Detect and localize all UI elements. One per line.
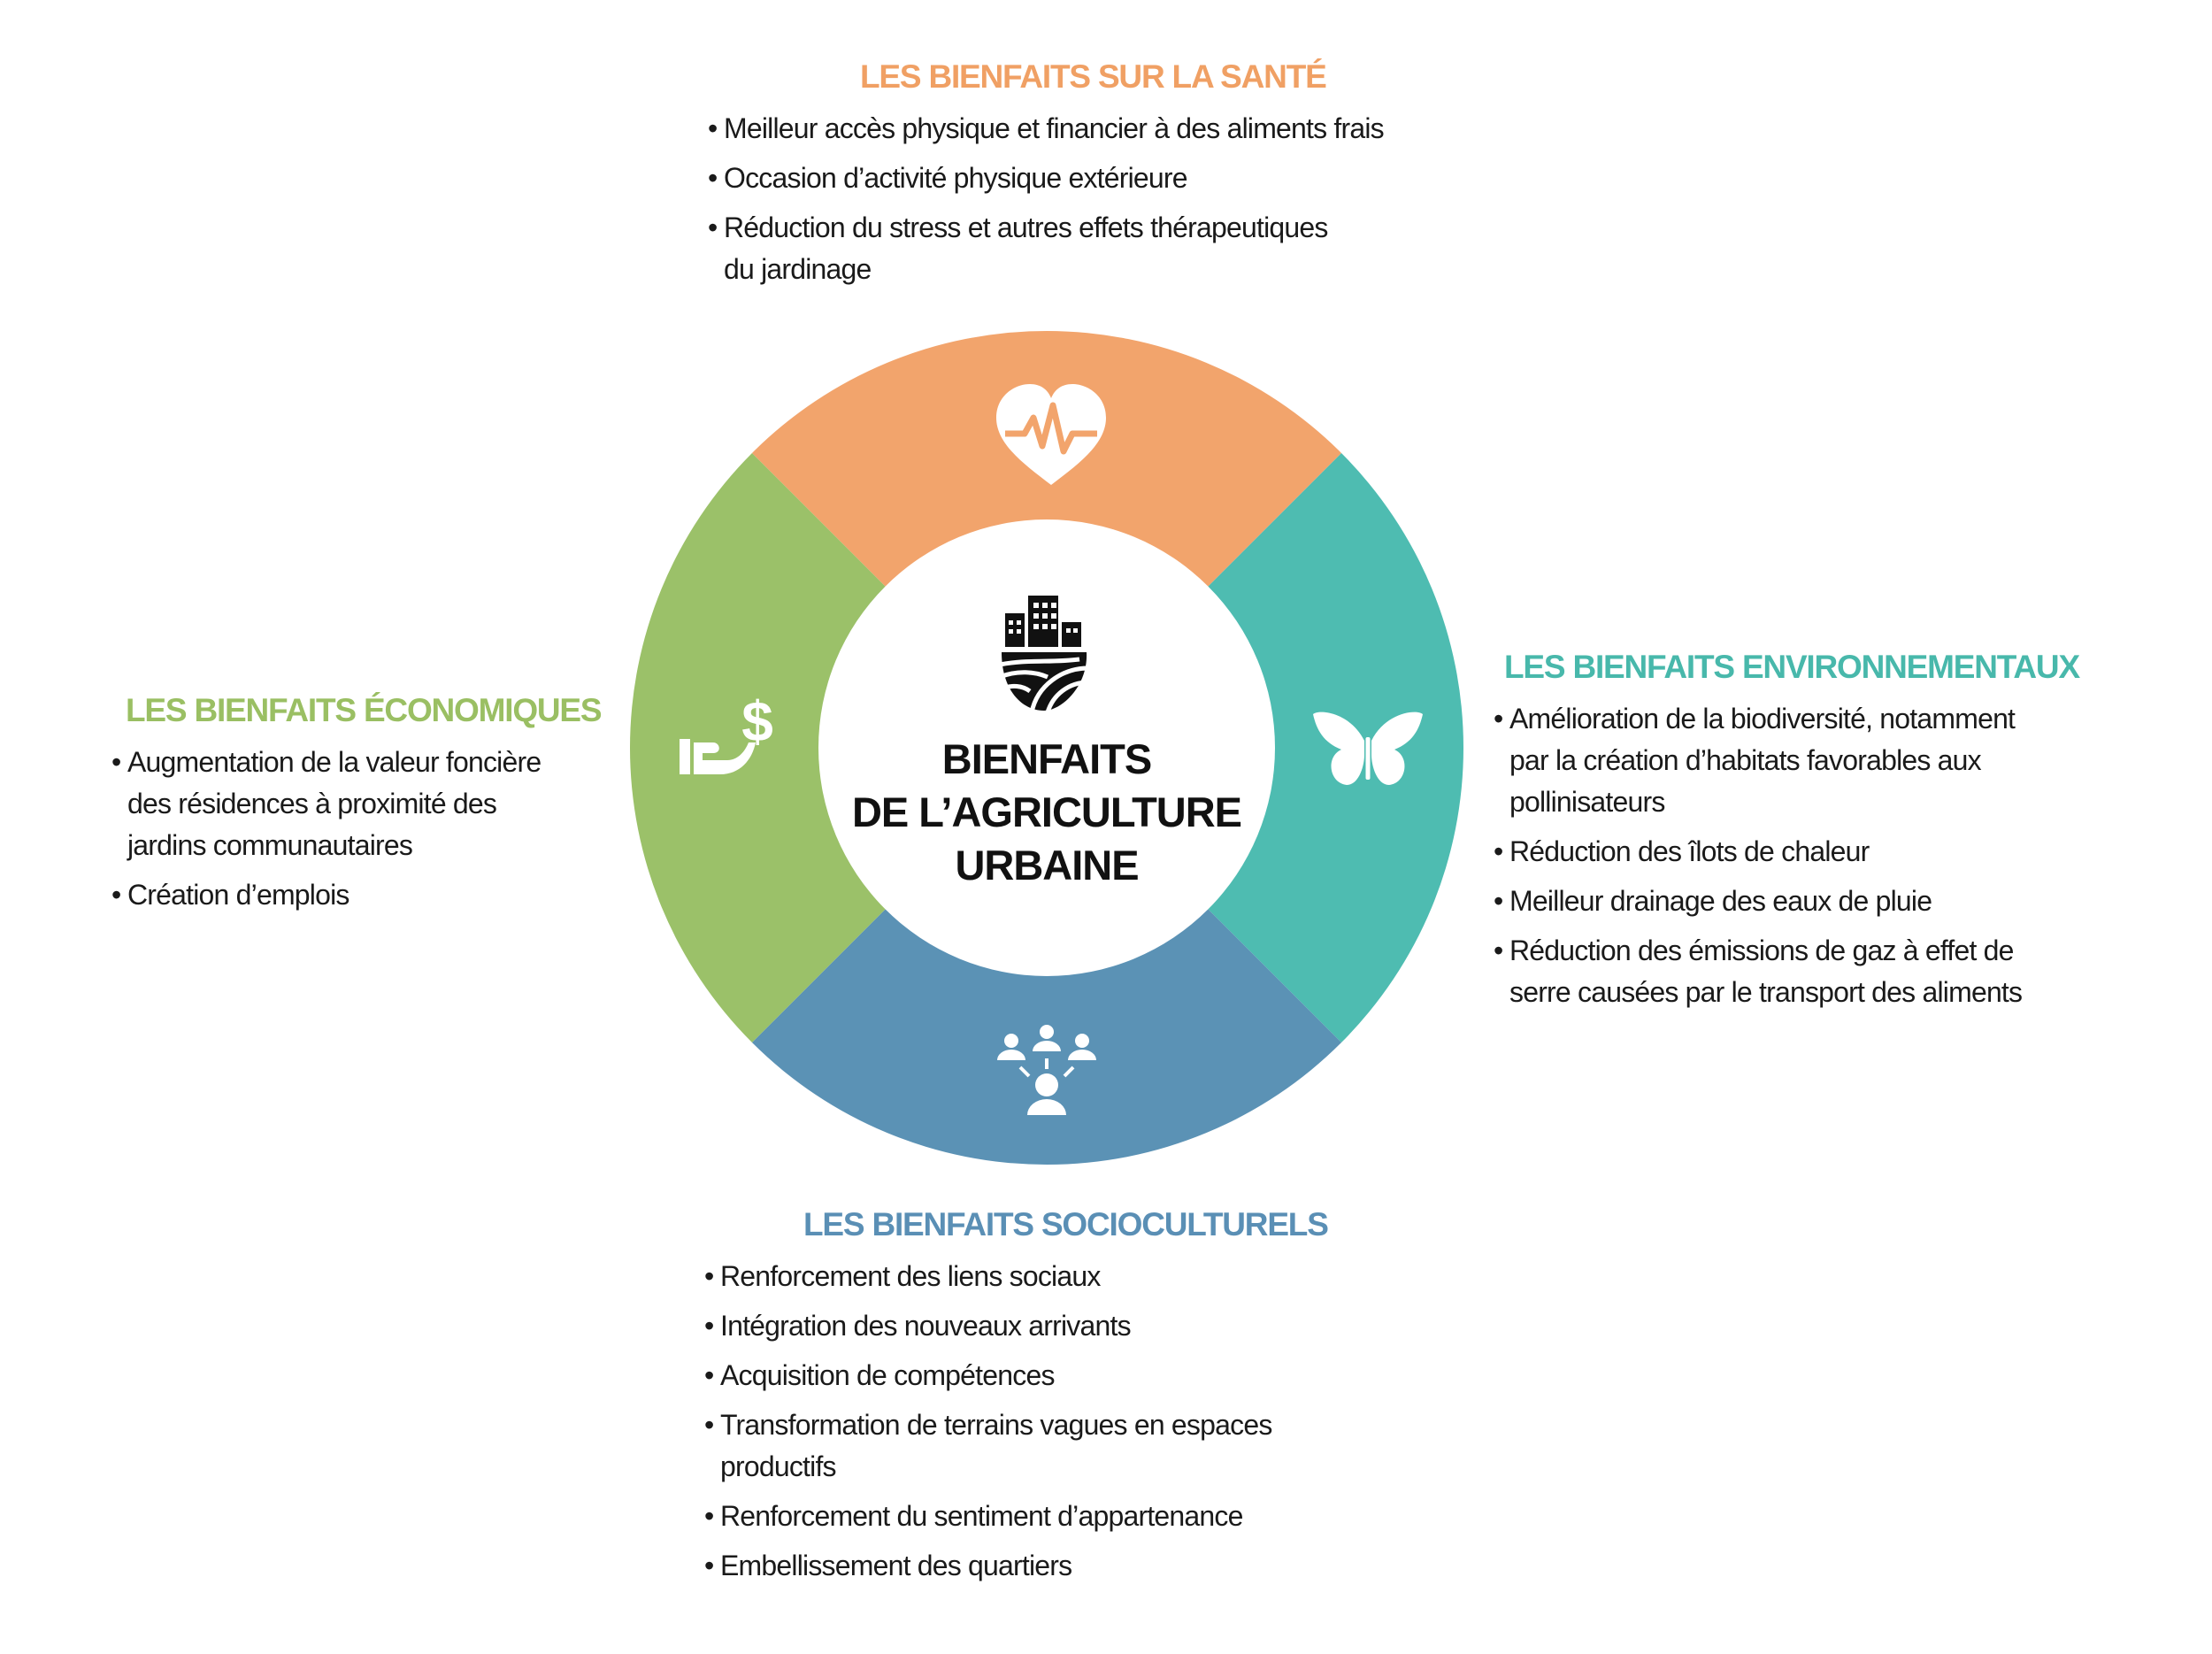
list-item-line: Réduction du stress et autres effets thé… <box>724 212 1328 243</box>
economic-segment <box>630 452 891 1043</box>
list-item-line: Intégration des nouveaux arrivants <box>720 1310 1132 1342</box>
health-section: LES BIENFAITS SUR LA SANTÉ Meilleur accè… <box>708 58 1385 298</box>
social-heading: LES BIENFAITS SOCIOCULTURELS <box>803 1206 1329 1242</box>
health-list-item: Réduction du stress et autres effets thé… <box>708 207 1384 290</box>
list-item-line: Transformation de terrains vagues en esp… <box>720 1409 1272 1441</box>
list-item-line: Amélioration de la biodiversité, notamme… <box>1509 703 2016 735</box>
city-farm-icon <box>999 596 1089 714</box>
list-item-line: par la création d’habitats favorables au… <box>1509 744 1982 776</box>
list-item-line: Création d’emplois <box>127 879 349 911</box>
community-network-icon <box>997 1025 1096 1115</box>
list-item-line: pollinisateurs <box>1509 786 1665 818</box>
health-list: Meilleur accès physique et financier à d… <box>708 108 1385 290</box>
environment-list-item: Amélioration de la biodiversité, notamme… <box>1494 698 2079 823</box>
butterfly-icon <box>1313 712 1423 785</box>
social-list-item: Transformation de terrains vagues en esp… <box>704 1404 1328 1488</box>
list-item-line: Acquisition de compétences <box>720 1359 1055 1391</box>
list-item-line: productifs <box>720 1450 837 1482</box>
health-list-item: Occasion d’activité physique extérieure <box>708 158 1384 199</box>
health-list-item: Meilleur accès physique et financier à d… <box>708 108 1385 150</box>
list-item-line: des résidences à proximité des <box>127 788 497 819</box>
social-list: Renforcement des liens sociauxIntégratio… <box>704 1256 1328 1587</box>
center-title-line: DE L’AGRICULTURE <box>851 789 1242 835</box>
list-item-line: serre causées par le transport des alime… <box>1509 976 2023 1008</box>
heart-pulse-icon <box>996 384 1106 485</box>
social-list-item: Renforcement des liens sociaux <box>704 1256 1328 1297</box>
center-title: BIENFAITS DE L’AGRICULTURE URBAINE <box>826 733 1268 892</box>
list-item-line: Embellissement des quartiers <box>720 1550 1072 1581</box>
list-item-line: du jardinage <box>724 253 872 285</box>
center-title-line: URBAINE <box>955 842 1139 889</box>
svg-text:$: $ <box>741 689 773 753</box>
economic-list-item: Augmentation de la valeur foncière des ré… <box>111 742 601 866</box>
environment-section: LES BIENFAITS ENVIRONNEMENTAUX Améliorat… <box>1494 649 2080 1021</box>
environment-heading: LES BIENFAITS ENVIRONNEMENTAUX <box>1504 649 2080 685</box>
environment-list-item: Meilleur drainage des eaux de pluie <box>1494 881 2079 922</box>
health-heading: LES BIENFAITS SUR LA SANTÉ <box>860 58 1327 95</box>
list-item-line: Réduction des émissions de gaz à effet d… <box>1509 935 2014 966</box>
list-item-line: jardins communautaires <box>127 829 413 861</box>
list-item-line: Renforcement du sentiment d’appartenance <box>720 1500 1243 1532</box>
economic-list-item: Création d’emplois <box>111 874 601 916</box>
center-disc <box>818 519 1275 976</box>
social-list-item: Acquisition de compétences <box>704 1355 1328 1396</box>
economic-list: Augmentation de la valeur foncière des ré… <box>111 742 601 916</box>
list-item-line: Renforcement des liens sociaux <box>720 1260 1101 1292</box>
list-item-line: Meilleur accès physique et financier à d… <box>724 112 1385 144</box>
social-list-item: Intégration des nouveaux arrivants <box>704 1305 1328 1347</box>
list-item-line: Réduction des îlots de chaleur <box>1509 835 1870 867</box>
social-list-item: Renforcement du sentiment d’appartenance <box>704 1496 1328 1537</box>
center-title-line: BIENFAITS <box>941 735 1152 782</box>
environment-list: Amélioration de la biodiversité, notamme… <box>1494 698 2079 1013</box>
list-item-line: Occasion d’activité physique extérieure <box>724 162 1188 194</box>
environment-list-item: Réduction des îlots de chaleur <box>1494 831 2079 873</box>
social-section: LES BIENFAITS SOCIOCULTURELS Renforcemen… <box>704 1206 1329 1595</box>
economic-heading: LES BIENFAITS ÉCONOMIQUES <box>126 692 603 728</box>
economic-section: LES BIENFAITS ÉCONOMIQUES Augmentation d… <box>111 692 603 924</box>
hand-dollar-icon: $ <box>680 689 773 774</box>
environment-segment <box>1202 452 1463 1043</box>
social-list-item: Embellissement des quartiers <box>704 1545 1328 1587</box>
environment-list-item: Réduction des émissions de gaz à effet d… <box>1494 930 2079 1013</box>
list-item-line: Augmentation de la valeur foncière <box>127 746 541 778</box>
list-item-line: Meilleur drainage des eaux de pluie <box>1509 885 1932 917</box>
